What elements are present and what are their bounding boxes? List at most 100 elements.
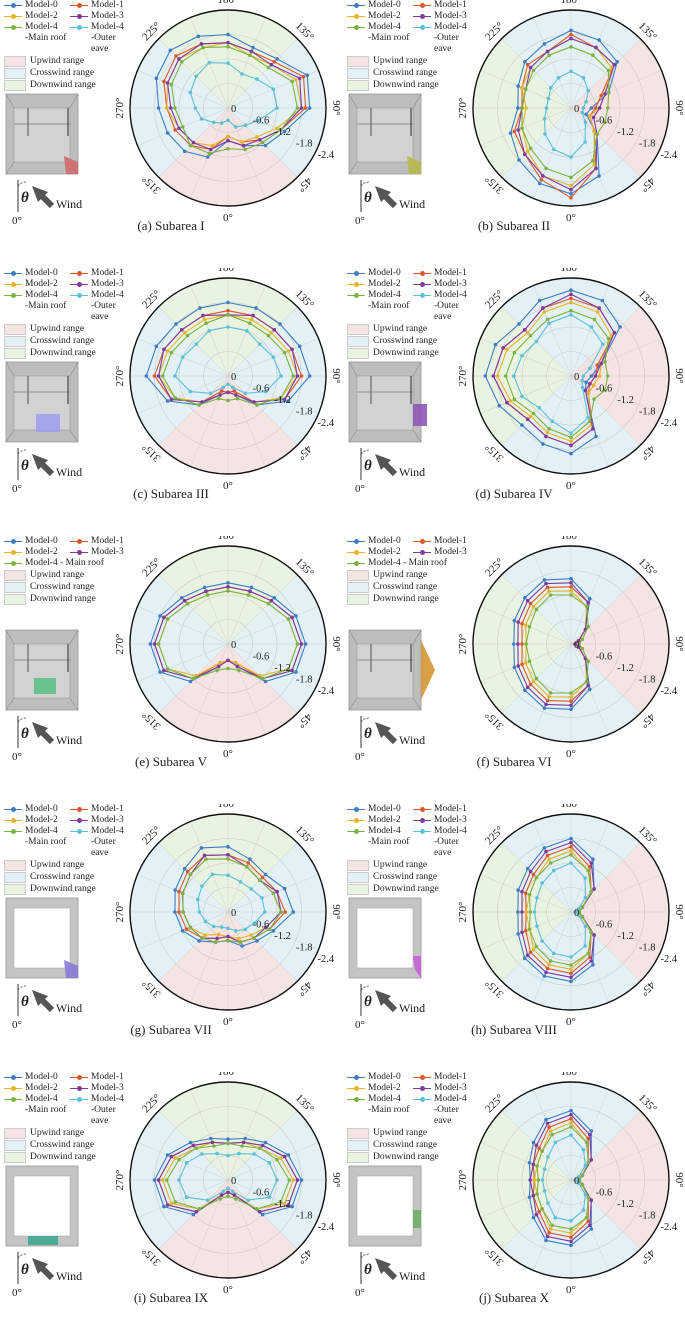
data-point: [271, 87, 276, 91]
data-point: [599, 361, 603, 366]
data-point: [243, 391, 248, 396]
angle-tick-label: 90°: [673, 636, 685, 651]
theta-arc: [17, 985, 27, 991]
legend-sublabel: -Main roof: [368, 301, 410, 311]
data-point: [612, 330, 617, 335]
data-point: [556, 76, 561, 80]
data-point: [185, 869, 190, 874]
data-point: [584, 604, 589, 609]
data-point: [569, 45, 573, 49]
data-point: [569, 196, 573, 200]
legend-sublabels: -Main roof-Outer eave: [347, 33, 477, 55]
data-point: [216, 932, 221, 937]
data-point: [169, 82, 174, 87]
range-swatch: [347, 1128, 369, 1139]
range-swatch: [347, 872, 369, 883]
grid-spoke: [137, 375, 229, 414]
legend-item: Model-4: [413, 22, 477, 33]
data-point: [569, 439, 573, 444]
data-point: [160, 1178, 165, 1182]
range-label: Downwind range: [30, 594, 96, 604]
data-point: [295, 374, 300, 378]
legend-item: Model-0: [347, 268, 411, 279]
data-point: [260, 896, 264, 900]
data-point: [584, 99, 588, 104]
data-point: [251, 313, 255, 318]
data-point: [169, 397, 174, 402]
legend-swatch: [4, 281, 22, 289]
data-point: [540, 1149, 544, 1153]
data-point: [210, 143, 215, 148]
data-point: [516, 664, 520, 668]
legend-item: Model-0: [347, 536, 411, 547]
data-point: [194, 1146, 198, 1150]
angle-tick-label: 90°: [673, 904, 685, 919]
data-point: [545, 1121, 550, 1126]
subarea-highlight: [64, 156, 78, 174]
data-point: [586, 600, 590, 605]
range-legend-item: Downwind range: [347, 884, 477, 895]
data-point: [282, 397, 287, 402]
grid-spoke: [227, 553, 266, 645]
data-point: [542, 1189, 547, 1193]
wind-arrow-head: [32, 454, 48, 470]
data-point: [194, 342, 198, 346]
angle-tick-label: 270°: [457, 98, 469, 119]
radial-tick-label: -1.8: [296, 139, 313, 150]
legend-item: Model-1: [413, 0, 477, 11]
data-point: [219, 1193, 224, 1197]
data-point: [527, 893, 532, 897]
angle-tick-label: 180°: [218, 268, 239, 274]
angle-tick-label: 0°: [223, 212, 233, 224]
data-point: [541, 442, 545, 446]
grid-spoke: [137, 643, 229, 682]
radial-tick-label: 0: [574, 640, 579, 651]
data-point: [569, 175, 573, 180]
data-point: [275, 57, 279, 61]
legend-item: Model-4: [413, 1094, 477, 1105]
range-label: Crosswind range: [373, 872, 438, 882]
range-swatch: [4, 860, 26, 871]
angle-tick-label: 90°: [330, 904, 342, 919]
theta-symbol: θ: [21, 726, 29, 742]
legend-swatch: [4, 1096, 22, 1104]
zero-deg-label: 0°: [12, 215, 22, 227]
data-point: [545, 698, 550, 703]
radial-tick-label: -1.2: [274, 1199, 291, 1210]
grid-spoke: [227, 643, 266, 735]
angle-tick-label: 90°: [673, 368, 685, 383]
data-point: [588, 366, 592, 370]
data-point: [569, 691, 573, 695]
range-swatch: [4, 570, 26, 581]
data-point: [290, 615, 294, 620]
data-point: [524, 106, 528, 110]
data-point: [594, 45, 598, 50]
range-swatch: [347, 68, 369, 79]
data-point: [165, 1178, 169, 1182]
radial-tick-label: -2.4: [318, 150, 335, 161]
legend-swatch: [347, 828, 365, 836]
range-label: Upwind range: [30, 860, 85, 870]
data-point: [534, 875, 539, 880]
data-point: [569, 955, 573, 959]
data-point: [221, 385, 226, 390]
data-point: [520, 889, 524, 894]
data-point: [534, 1143, 539, 1148]
range-legend-item: Crosswind range: [347, 582, 477, 593]
roof-opening: [356, 907, 414, 969]
data-point: [542, 974, 547, 978]
data-point: [569, 292, 573, 297]
data-point: [569, 155, 573, 159]
range-label: Crosswind range: [373, 1140, 438, 1150]
range-label: Downwind range: [373, 80, 439, 90]
data-point: [544, 434, 548, 439]
legend-item: Model-2: [347, 279, 411, 290]
data-point: [594, 166, 598, 171]
data-point: [523, 661, 528, 665]
data-point: [525, 149, 530, 154]
data-point: [226, 45, 230, 49]
grid-spoke: [570, 17, 609, 109]
